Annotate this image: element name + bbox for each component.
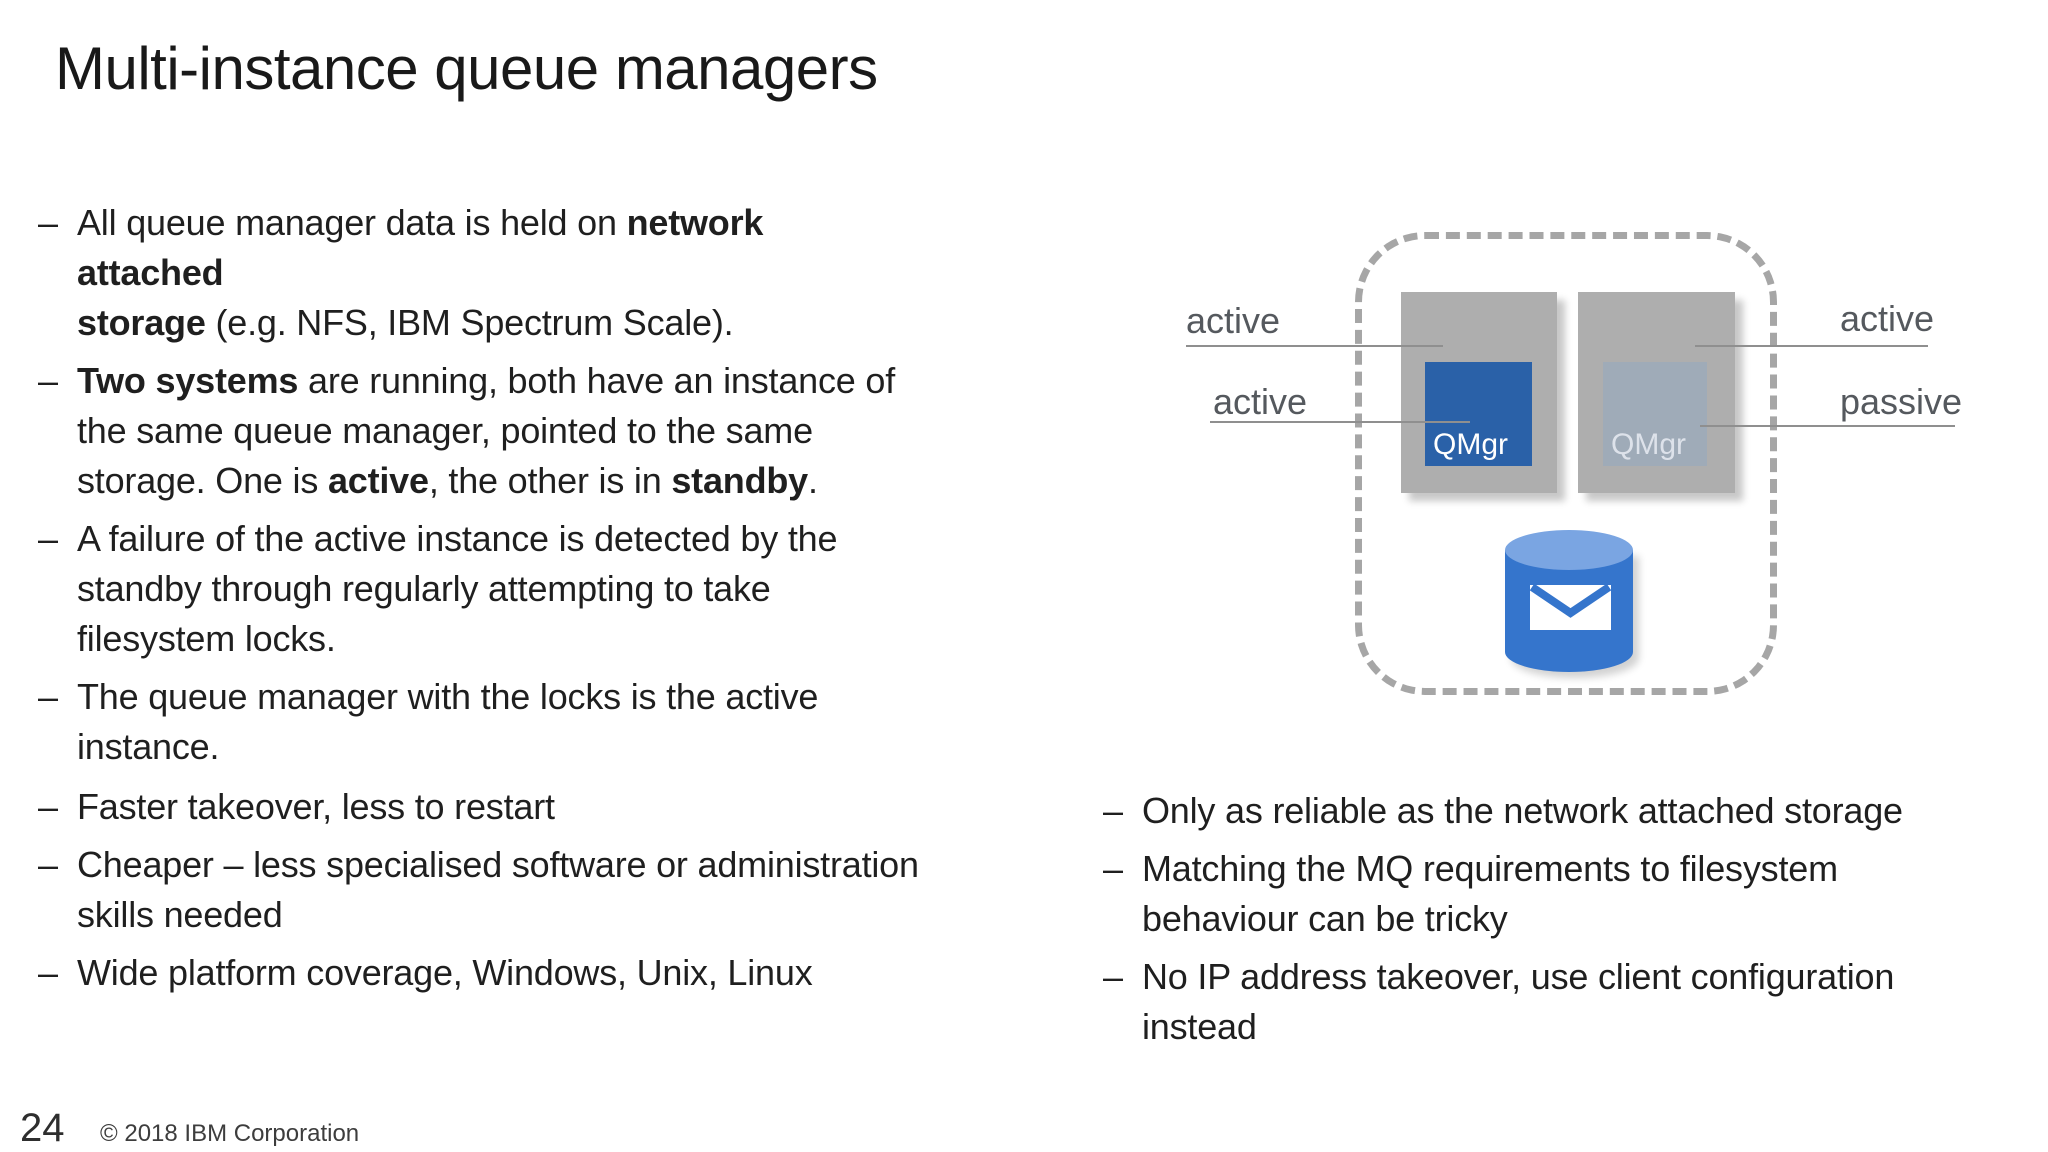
bullet-item: –A failure of the active instance is det… <box>38 514 918 664</box>
bullet-marker: – <box>38 844 58 885</box>
label-qmgr-right-passive: passive <box>1840 381 1963 422</box>
bullet-text: Only as reliable as the network attached… <box>1142 790 1903 831</box>
connector-line-right-bottom <box>1700 425 1955 427</box>
network-boundary-dashed-box <box>1355 232 1777 695</box>
bullet-marker: – <box>38 360 58 401</box>
label-server-right-active: active <box>1840 298 1935 339</box>
bullet-text: Matching the MQ requirements to filesyst… <box>1142 848 1838 939</box>
page-title: Multi-instance queue managers <box>55 35 878 102</box>
bullet-item: –Two systems are running, both have an i… <box>38 356 918 506</box>
cylinder-body <box>1505 550 1633 672</box>
connector-line-right-top <box>1695 345 1928 347</box>
bullet-item: –The queue manager with the locks is the… <box>38 672 918 772</box>
bullet-text: Wide platform coverage, Windows, Unix, L… <box>77 952 813 993</box>
cylinder-top-ellipse <box>1505 530 1633 570</box>
connector-line-left-bottom <box>1210 421 1470 423</box>
bullet-text: The queue manager with the locks is the … <box>77 676 819 767</box>
envelope-icon <box>1530 585 1611 630</box>
server-box-left <box>1401 292 1557 493</box>
main-bullet-list: –All queue manager data is held on netwo… <box>38 198 918 780</box>
bullet-marker: – <box>1103 956 1123 997</box>
bullet-text: Two systems are running, both have an in… <box>77 360 896 501</box>
qmgr-active-box: QMgr <box>1425 362 1532 466</box>
bullet-marker: – <box>1103 790 1123 831</box>
bullet-text: Cheaper – less specialised software or a… <box>77 844 919 935</box>
qmgr-active-label: QMgr <box>1433 428 1508 461</box>
bullet-text: A failure of the active instance is dete… <box>77 518 838 659</box>
bullet-marker: – <box>38 952 58 993</box>
bullet-item: –Faster takeover, less to restart <box>38 782 1018 832</box>
bullet-text: All queue manager data is held on networ… <box>77 202 764 343</box>
bullet-item: –All queue manager data is held on netwo… <box>38 198 918 348</box>
bullet-text: No IP address takeover, use client confi… <box>1142 956 1895 1047</box>
copyright-text: © 2018 IBM Corporation <box>100 1120 360 1147</box>
bullet-marker: – <box>1103 848 1123 889</box>
label-server-left-active: active <box>1186 300 1281 341</box>
bullet-item: –Wide platform coverage, Windows, Unix, … <box>38 948 1018 998</box>
connector-line-left-top <box>1186 345 1443 347</box>
qmgr-passive-box: QMgr <box>1603 362 1707 466</box>
bullet-marker: – <box>38 786 58 827</box>
page-number: 24 <box>20 1106 65 1150</box>
bullet-item: –Cheaper – less specialised software or … <box>38 840 1018 940</box>
label-qmgr-left-active: active <box>1213 381 1308 422</box>
qmgr-passive-label: QMgr <box>1611 428 1686 461</box>
bullet-text: Faster takeover, less to restart <box>77 786 555 827</box>
bullet-marker: – <box>38 676 58 717</box>
storage-cylinder-icon <box>1505 530 1633 672</box>
bullet-item: –Only as reliable as the network attache… <box>1103 786 2023 836</box>
bullet-marker: – <box>38 518 58 559</box>
bullet-item: –No IP address takeover, use client conf… <box>1103 952 2023 1052</box>
bullet-marker: – <box>38 202 58 243</box>
cons-bullet-list: –Only as reliable as the network attache… <box>1103 786 2023 1060</box>
pros-bullet-list: –Faster takeover, less to restart–Cheape… <box>38 782 1018 1006</box>
server-box-right <box>1578 292 1735 493</box>
bullet-item: –Matching the MQ requirements to filesys… <box>1103 844 2023 944</box>
